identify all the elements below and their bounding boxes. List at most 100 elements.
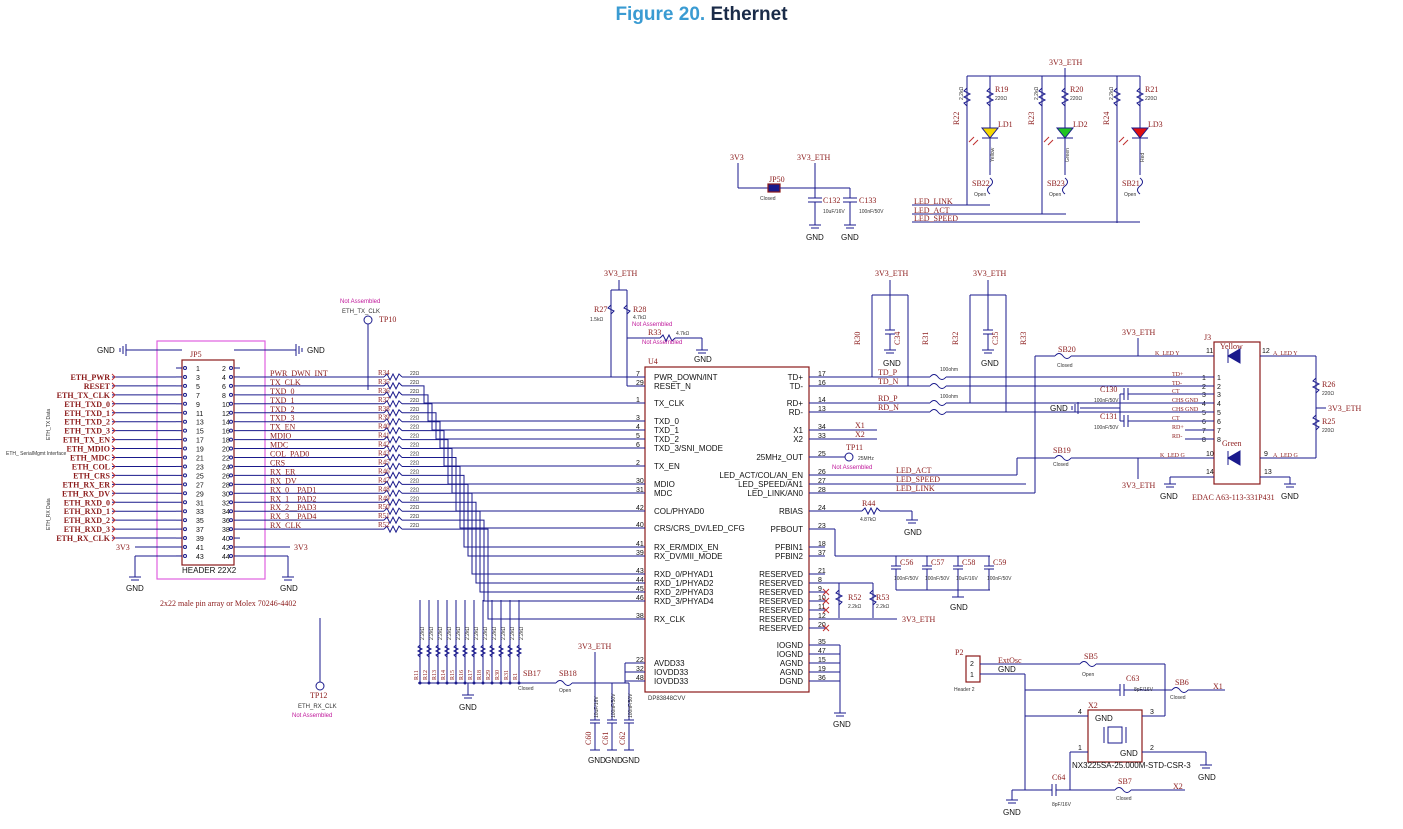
jp5-right-net: TXD_1 (270, 396, 294, 405)
series-resistor-ref: R45 (378, 458, 390, 466)
series-resistor-icon (383, 435, 403, 444)
series-resistor-icon (383, 480, 403, 489)
jp5-left-port (111, 382, 116, 390)
led-link-label: LED_LINK (914, 197, 953, 206)
led-series-val: 220Ω (995, 96, 1007, 102)
u4-power: 3V3_ETH C6010uF/16VGNDC61100nF/50VGNDC62… (578, 642, 645, 765)
jp5-left-net: ETH_TXD_0 (64, 400, 110, 409)
series-resistor-icon (383, 498, 403, 507)
jp5-pin-dot (183, 491, 187, 496)
led-pull-val: 2.2kΩ (959, 87, 965, 100)
solder-bridge-icon (1062, 177, 1068, 195)
jp5-right-net: TXD_2 (270, 405, 294, 414)
r33-val: 4.7kΩ (676, 331, 689, 337)
gnd-label: GND (459, 703, 477, 712)
jp5-pin-dot (183, 500, 187, 505)
jp5-pin-17: 17 (196, 438, 204, 445)
u4-pin-num: 40 (636, 522, 644, 529)
jp5-pin-dot (229, 401, 233, 406)
series-wire (402, 439, 645, 485)
jp5-side-label-rx: ETH_RX Data (46, 498, 52, 530)
jp5-pin-5: 5 (196, 384, 200, 391)
jp5-pin-28: 28 (222, 482, 230, 489)
led-sb-ref: SB22 (972, 179, 990, 188)
c131-val: 100nF/50V (1094, 425, 1119, 431)
jp5-pin-dot (183, 473, 187, 478)
supply-cap-val: 100nF/50V (611, 693, 617, 718)
jp5-pin-dot (229, 366, 233, 370)
jp5-left-net: ETH_TXD_1 (64, 409, 110, 418)
jp5-top-gnd: GND GND (97, 344, 325, 356)
crystal-icon (1107, 726, 1123, 744)
pulldown-resistor-icon (452, 644, 460, 658)
u4-pin-name: AGND (780, 659, 803, 668)
sb19-state: Closed (1053, 462, 1069, 468)
j3-pin-6: 6 (1202, 419, 1206, 426)
r28-ref: R28 (633, 305, 646, 314)
pulldown-val: 2.2kΩ (492, 627, 498, 640)
u4-pin-num: 11 (818, 604, 825, 611)
pulldown-ref: R16 (459, 670, 465, 680)
u4-pin-num: 8 (818, 577, 822, 584)
j3-pin-13: 13 (1264, 469, 1272, 476)
jp5-pin-38: 38 (222, 527, 230, 534)
series-resistor-val: 22Ω (410, 443, 420, 449)
u4-pin-name: PFBIN2 (775, 552, 804, 561)
k-led-y: K_LED Y (1155, 351, 1180, 357)
series-resistor-val: 22Ω (410, 434, 420, 440)
u4-pin-name: RXD_3/PHYAD4 (654, 597, 714, 606)
jp5-left-net: ETH_RX_ER (62, 480, 110, 489)
r33-note: Not Assembled (642, 340, 682, 346)
u4-pin-num: 48 (636, 675, 644, 682)
tp12-ref: TP12 (310, 691, 327, 700)
series-wire (402, 412, 645, 440)
c131-ref: C131 (1100, 412, 1117, 421)
jp5-right-net: MDC (270, 441, 288, 450)
u4-pin-num: 27 (818, 478, 826, 485)
jp5-pin-1: 1 (196, 366, 200, 373)
tp11-val: 25MHz (858, 456, 874, 462)
svg-text:2: 2 (970, 661, 974, 668)
jp5-right-net: RX_3__PAD4 (270, 512, 316, 521)
jp5-left-port (111, 463, 116, 470)
series-resistor-ref: R34 (378, 369, 390, 377)
jp5-pin-12: 12 (222, 411, 230, 418)
jp5-left-port (111, 489, 116, 497)
jp5-pin-6: 6 (222, 384, 226, 391)
jp5-left-net: ETH_RXD_2 (64, 516, 110, 525)
r53-ref: R53 (876, 593, 889, 602)
jp5-pin-8: 8 (222, 393, 226, 400)
led-series-ref: R20 (1070, 85, 1083, 94)
jp5-pin-4: 4 (222, 375, 226, 382)
r28-note: Not Assembled (632, 322, 672, 328)
u4-pin-num: 45 (636, 586, 644, 593)
no-connect-icon (822, 588, 830, 596)
pulldown-val: 2.2kΩ (510, 627, 516, 640)
jp5-pin-20: 20 (222, 447, 230, 454)
u4-pin-num: 31 (636, 487, 644, 494)
u4-pin-name: TD+ (788, 373, 804, 382)
jp5-pin-36: 36 (222, 518, 230, 525)
jp5-pin-dot (183, 374, 187, 379)
u4-pin-num: 2 (636, 460, 640, 467)
v3-label: 3V3 (116, 543, 130, 552)
jp5-pin-dot (229, 374, 233, 379)
u4-pin-num: 23 (818, 523, 826, 530)
u4-pin-num: 4 (636, 424, 640, 431)
c64-val: 8pF/16V (1052, 802, 1072, 808)
led-sb-state: Open (1124, 192, 1136, 198)
jp5-pin-44: 44 (222, 554, 230, 561)
pfb-cap-ref: C56 (900, 558, 913, 567)
j3-pin-1: 1 (1202, 375, 1206, 382)
sb6-state: Closed (1170, 695, 1186, 701)
u4-pin-num: 39 (636, 550, 644, 557)
jp5-left-net: ETH_RXD_0 (64, 498, 110, 507)
c63-ref: C63 (1126, 674, 1139, 683)
sb19-ref: SB19 (1053, 446, 1071, 455)
jp5-pin-dot (229, 410, 233, 415)
tp11: TP11 25MHz Not Assembled (809, 443, 874, 471)
ferrite-val: 100ohm (940, 394, 958, 400)
jp5-pin-dot (229, 491, 233, 496)
r26-ref: R26 (1322, 380, 1335, 389)
